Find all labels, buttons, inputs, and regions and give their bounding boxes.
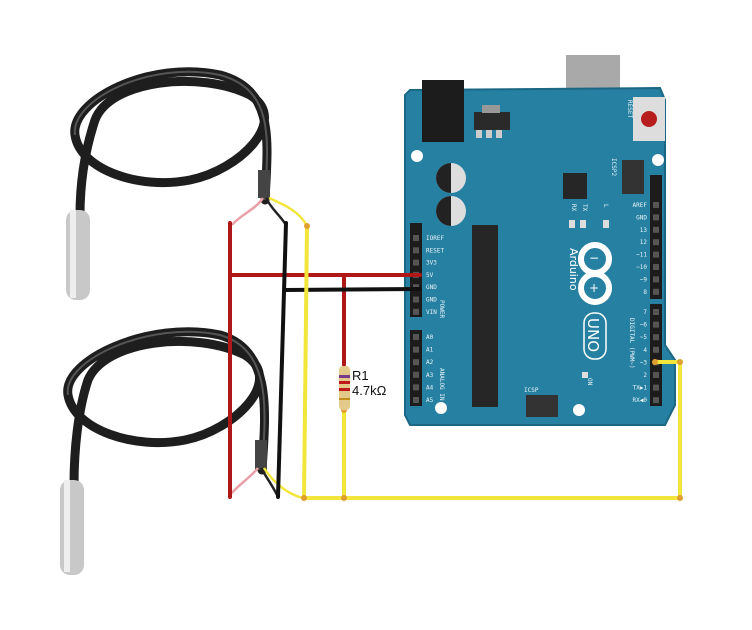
pin-label: ~9 [640,276,648,283]
pin-socket [413,359,419,366]
pin-socket [653,239,659,246]
temperature-probe-2 [60,327,270,575]
pin-label: A1 [426,347,434,354]
pin-label: A5 [426,397,434,404]
pin-socket [413,308,419,315]
pin-socket [653,346,659,353]
svg-text:TX: TX [581,204,588,212]
pin-label: GND [426,297,437,304]
pin-socket [653,288,659,295]
pin-socket [413,371,419,378]
pin-label: ~11 [636,252,647,259]
digital-header-bottom [650,304,662,406]
svg-text:ICSP2: ICSP2 [610,158,617,176]
pin-label: RESET [426,247,444,254]
pin-socket [413,235,419,241]
pin-socket [413,296,419,303]
power-header [410,223,422,317]
pin-label: A0 [426,334,434,341]
reset-label: RESET [626,100,633,118]
pin-label: ~6 [640,322,648,329]
arduino-infinity-logo [578,242,612,305]
svg-text:ICSP: ICSP [524,387,539,394]
pin-socket [653,321,659,328]
pin-label: 4 [643,347,647,354]
pin-socket [413,384,419,391]
resistor-name: R1 [352,368,369,383]
svg-text:DIGITAL (PWM~): DIGITAL (PWM~) [628,318,635,369]
svg-text:L: L [602,204,609,208]
pin-label: RX◀0 [633,397,648,404]
pin-socket [653,214,659,221]
pin-label: IOREF [426,235,444,242]
svg-text:RX: RX [570,204,577,212]
pin-label: AREF [633,202,648,209]
reset-button [641,111,657,127]
pin-socket [413,397,419,403]
power-jack [422,80,464,142]
arduino-logo-text: Arduino [567,248,580,291]
pin-label: 5V [426,272,434,279]
pin-label: GND [636,214,647,221]
arduino-uno-board: RESET ICSP2 RX TX L Arduino − + UNO ICSP… [404,55,676,426]
pin-socket [653,309,659,315]
pin-label: 8 [643,289,647,296]
pin-label: 13 [640,227,648,234]
pin-socket [653,384,659,391]
pin-label: ~5 [640,334,648,341]
pin-socket [653,251,659,258]
svg-text:POWER: POWER [438,300,445,318]
pin-socket [653,202,659,208]
pin-socket [413,259,419,266]
pin-label: VIN [426,309,437,316]
pin-label: 7 [643,309,647,316]
pin-socket [653,226,659,233]
pin-socket [413,247,419,254]
svg-text:ANALOG IN: ANALOG IN [438,368,445,401]
resistor-value: 4.7kΩ [352,383,387,398]
pin-label: TX▶1 [633,385,648,392]
pin-label: GND [426,284,437,291]
pin-socket [653,372,659,378]
temperature-probe-1 [66,67,272,300]
microcontroller-chip [472,225,498,407]
pin-socket [653,264,659,270]
pin-label: A4 [426,384,434,391]
pin-label: 2 [643,372,647,379]
pin-socket [413,346,419,353]
pin-label: 12 [640,239,648,246]
svg-text:ON: ON [586,378,593,386]
svg-text:+: + [589,281,599,295]
svg-text:−: − [589,251,599,265]
uno-logo-text: UNO [584,318,602,352]
pin-socket [413,334,419,340]
pin-socket [653,276,659,283]
analog-header [410,330,422,406]
pin-label: ~3 [640,359,648,366]
wire-gnd [276,221,422,499]
pin-label: 3V3 [426,260,437,267]
resistor-r1: R1 4.7kΩ [339,366,387,410]
pin-label: ~10 [636,264,647,271]
pin-socket [653,397,659,404]
pin-label: A2 [426,359,434,366]
pin-socket [653,334,659,341]
pin-label: A3 [426,372,434,379]
